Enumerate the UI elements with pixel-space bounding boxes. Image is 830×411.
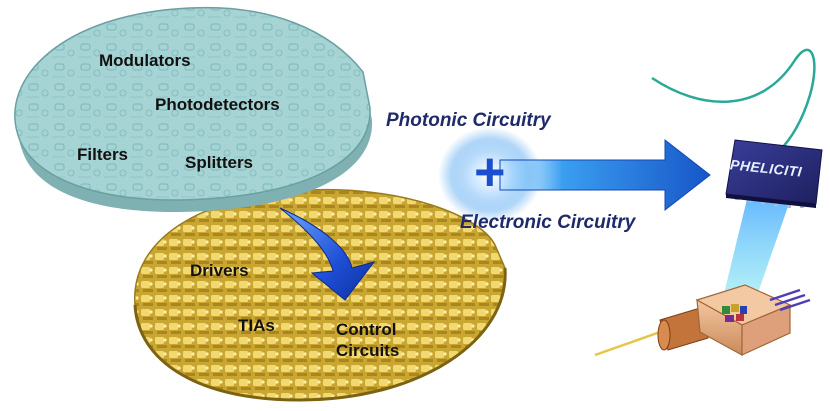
combine-glow	[438, 127, 542, 223]
label-filters: Filters	[77, 145, 129, 164]
label-tias: TIAs	[238, 316, 275, 335]
label-drivers: Drivers	[190, 261, 249, 280]
projection-beam	[720, 195, 792, 310]
label-modulators: Modulators	[99, 51, 191, 70]
label-splitters: Splitters	[185, 153, 254, 172]
label-photodetectors: Photodetectors	[155, 95, 280, 114]
plus-icon: +	[474, 142, 506, 202]
label-electronic-circuitry: Electronic Circuitry	[460, 212, 636, 233]
label-control-circuits: Control Circuits	[336, 320, 400, 360]
output-arrow	[499, 138, 711, 212]
optical-module	[594, 284, 811, 357]
electronic-wafer	[133, 188, 507, 402]
chip	[725, 139, 823, 208]
photonic-wafer	[14, 6, 373, 213]
fiber-cable	[651, 48, 816, 151]
label-photonic-circuitry: Photonic Circuitry	[386, 110, 551, 131]
integration-arrow	[279, 207, 376, 301]
